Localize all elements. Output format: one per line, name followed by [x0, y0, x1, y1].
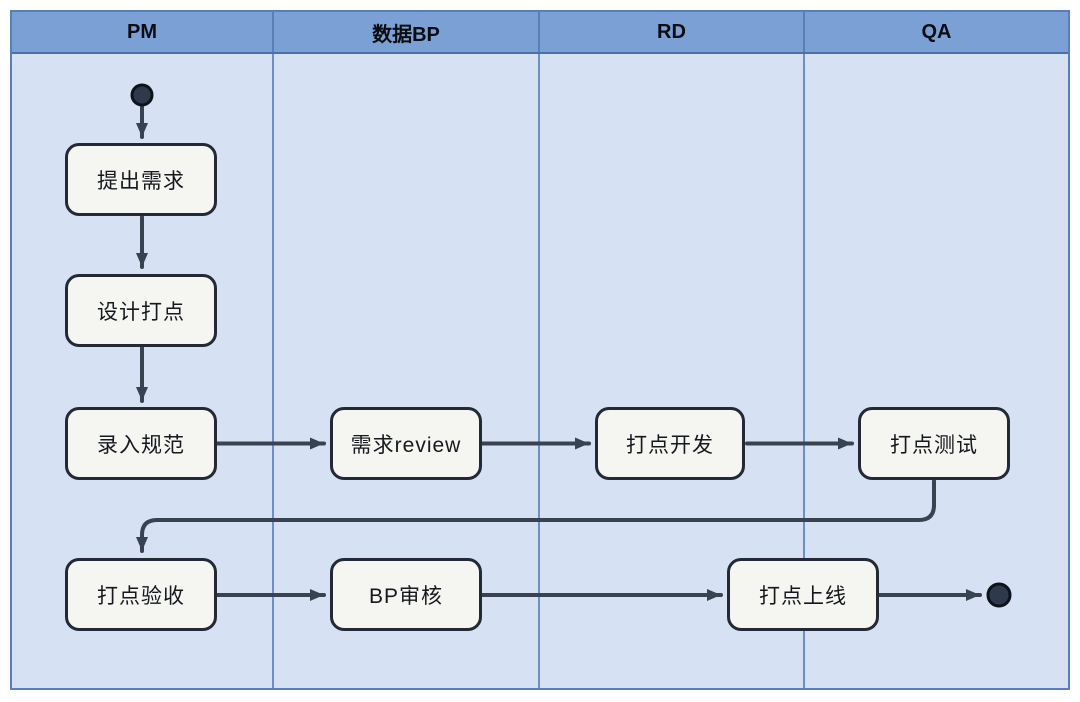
node-tracking-acceptance: 打点验收: [65, 558, 217, 631]
lane-header-qa: QA: [921, 20, 952, 43]
node-bp-review: BP审核: [330, 558, 482, 631]
node-requirement-review: 需求review: [330, 407, 482, 480]
lane-header-rd: RD: [540, 12, 805, 52]
node-design-tracking: 设计打点: [65, 274, 217, 347]
node-enter-spec: 录入规范: [65, 407, 217, 480]
node-propose-requirement: 提出需求: [65, 143, 217, 216]
lane-header-pm: PM: [12, 12, 274, 52]
lane-header-row: PM 数据BP RD QA: [12, 12, 1068, 54]
node-tracking-launch: 打点上线: [727, 558, 879, 631]
node-tracking-dev: 打点开发: [595, 407, 745, 480]
lane-header-databp: 数据BP: [274, 12, 540, 52]
node-tracking-test: 打点测试: [858, 407, 1010, 480]
